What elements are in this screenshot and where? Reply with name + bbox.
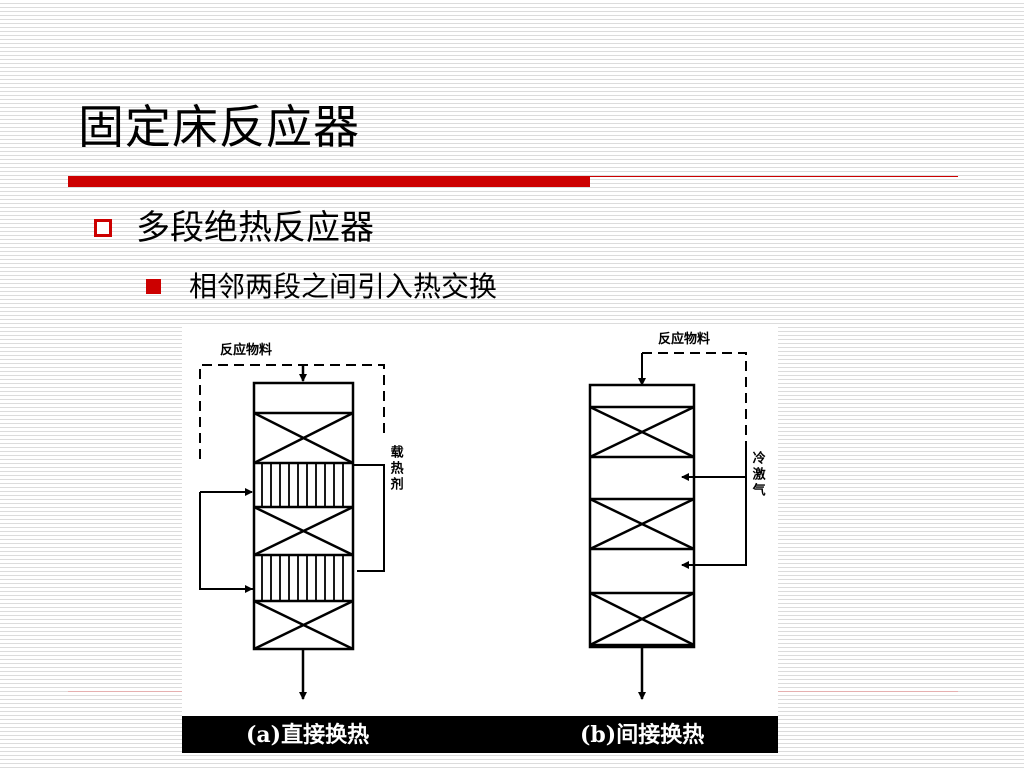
right-feed-label: 反应物料 <box>658 332 711 347</box>
left-catalyst-bed-2 <box>253 505 354 557</box>
caption-b: (b)间接换热 <box>580 722 705 748</box>
bullet-level1-text: 多段绝热反应器 <box>136 208 374 248</box>
left-heat-carrier-out-line <box>353 464 385 572</box>
left-heat-exchanger-1 <box>261 463 344 507</box>
left-feed-label: 反应物料 <box>220 343 273 358</box>
left-catalyst-bed-3 <box>253 599 354 651</box>
right-dashed-line <box>642 352 747 447</box>
bullet-level1: 多段绝热反应器 <box>94 208 374 249</box>
left-heat-carrier-loop <box>199 492 254 590</box>
right-catalyst-bed-2 <box>589 497 695 551</box>
right-catalyst-bed-1 <box>589 405 695 459</box>
left-catalyst-bed-1 <box>253 411 354 465</box>
right-catalyst-bed-3 <box>589 591 695 647</box>
right-quench-line <box>682 447 747 566</box>
right-reactor-diagram <box>588 352 747 700</box>
caption-a: (a)直接换热 <box>246 722 370 748</box>
figure-caption-bar: (a)直接换热 (b)间接换热 <box>182 716 778 753</box>
hollow-square-bullet-icon <box>94 219 112 238</box>
left-heat-exchanger-2 <box>261 555 344 601</box>
left-reactor-diagram <box>199 364 385 700</box>
title-underline-accent <box>68 176 590 187</box>
left-side-label: 载热剂 <box>387 445 403 493</box>
bullet-level2-text: 相邻两段之间引入热交换 <box>189 270 498 303</box>
right-reactor-shell <box>588 383 696 649</box>
filled-square-bullet-icon <box>146 279 161 295</box>
left-dashed-feed-line <box>199 364 385 459</box>
reactor-figure: 反应物料 载热剂 反应物料 冷激气 (a)直接换热 (b)间接换热 <box>182 327 778 753</box>
reactor-diagrams-svg <box>199 352 747 700</box>
right-side-label: 冷激气 <box>749 451 765 499</box>
title-underline-thin <box>590 176 958 177</box>
bullet-level2: 相邻两段之间引入热交换 <box>146 270 497 304</box>
slide-title: 固定床反应器 <box>78 100 360 154</box>
